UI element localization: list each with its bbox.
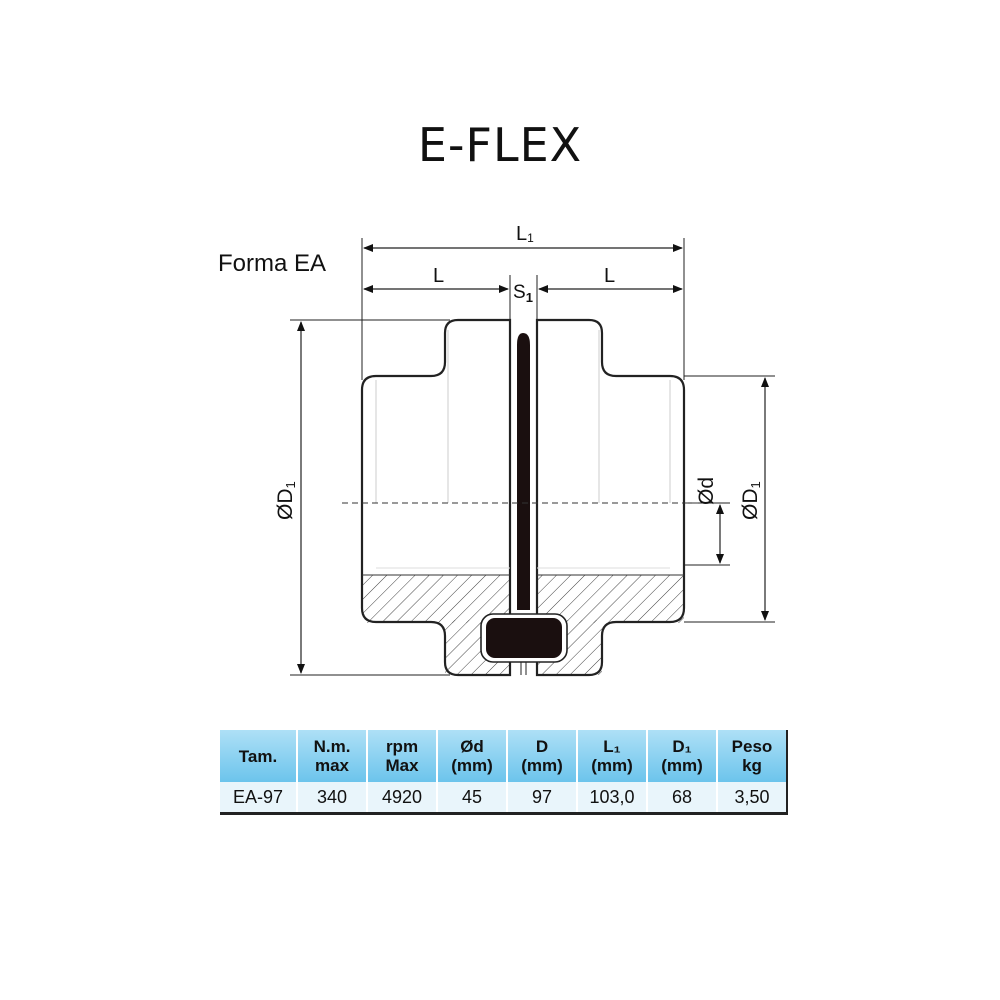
extension-lines	[290, 238, 775, 676]
header-d: D (mm)	[507, 730, 578, 782]
header-peso: Peso kg	[717, 730, 788, 782]
d-bore-label: Ød	[695, 477, 718, 505]
header-tam: Tam.	[220, 730, 298, 782]
cell-d: 97	[507, 782, 578, 815]
l1-label: L1	[516, 223, 534, 245]
spec-table: Tam. N.m. max rpm Max Ød (mm) D (mm) L₁ …	[220, 730, 788, 815]
header-l1: L₁ (mm)	[577, 730, 648, 782]
header-rpm-max: rpm Max	[367, 730, 438, 782]
l-right-label: L	[604, 265, 615, 287]
header-nm-max: N.m. max	[297, 730, 368, 782]
cell-d1: 68	[647, 782, 718, 815]
l-left-label: L	[433, 265, 444, 287]
cell-d-bore: 45	[437, 782, 508, 815]
header-d1: D₁ (mm)	[647, 730, 718, 782]
cell-nm-max: 340	[297, 782, 368, 815]
d1-left-label: ØD1	[274, 481, 298, 520]
cell-rpm-max: 4920	[367, 782, 438, 815]
header-d-bore: Ød (mm)	[437, 730, 508, 782]
s1-label: S1	[513, 282, 533, 305]
table-row: EA-97 340 4920 45 97 103,0 68 3,50	[220, 782, 788, 815]
spec-table-header: Tam. N.m. max rpm Max Ød (mm) D (mm) L₁ …	[220, 730, 788, 782]
page-title: E-FLEX	[417, 118, 583, 172]
elastic-insert	[480, 333, 568, 675]
cell-peso: 3,50	[717, 782, 788, 815]
subtitle: Forma EA	[218, 250, 327, 277]
cell-l1: 103,0	[577, 782, 648, 815]
dimension-arrows	[297, 244, 769, 674]
cell-tam: EA-97	[220, 782, 298, 815]
d1-right-label: ØD1	[739, 481, 763, 520]
left-hub	[360, 318, 512, 677]
